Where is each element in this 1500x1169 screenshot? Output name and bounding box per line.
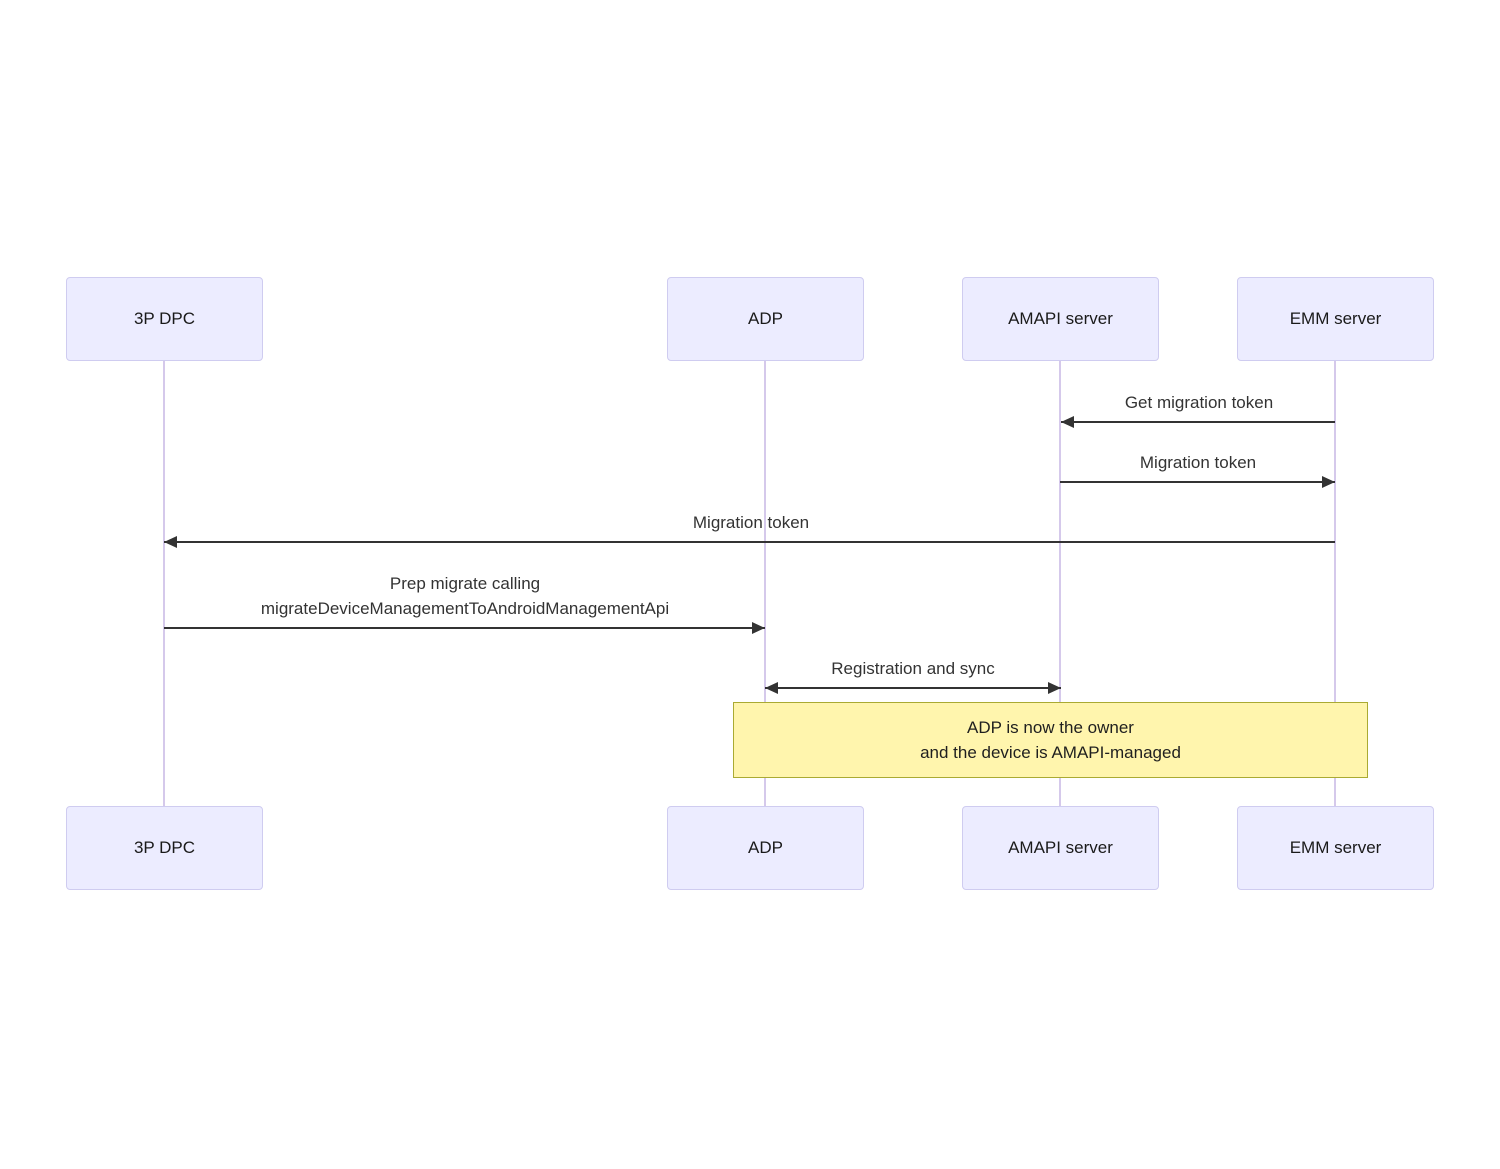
actor-label: AMAPI server	[1008, 309, 1113, 328]
arrowhead-left-icon	[765, 682, 778, 694]
actor-label: AMAPI server	[1008, 838, 1113, 857]
arrowhead-left-icon	[1061, 416, 1074, 428]
message-label-prep-migrate: Prep migrate calling migrateDeviceManage…	[261, 571, 669, 621]
actor-label: EMM server	[1289, 309, 1382, 328]
actor-bottom-adp: ADP	[667, 806, 864, 890]
message-label-registration-and-sync: Registration and sync	[831, 659, 995, 678]
arrowhead-right-icon	[752, 622, 765, 634]
lifeline-emm-server	[1334, 361, 1336, 806]
message-arrow-migration-token-to-dpc	[164, 536, 1335, 548]
actor-label: ADP	[748, 309, 783, 328]
actor-top-emm-server: EMM server	[1237, 277, 1434, 361]
actor-bottom-emm-server: EMM server	[1237, 806, 1434, 890]
actor-top-3p-dpc: 3P DPC	[66, 277, 263, 361]
message-label-line2: migrateDeviceManagementToAndroidManageme…	[260, 599, 670, 618]
message-label-line1: Prep migrate calling	[389, 574, 541, 593]
arrowhead-left-icon	[164, 536, 177, 548]
actor-bottom-3p-dpc: 3P DPC	[66, 806, 263, 890]
lifeline-3p-dpc	[163, 361, 165, 806]
actor-top-adp: ADP	[667, 277, 864, 361]
message-arrow-get-migration-token	[1061, 416, 1335, 428]
actor-label: EMM server	[1289, 838, 1382, 857]
actor-bottom-amapi-server: AMAPI server	[962, 806, 1159, 890]
note-line1: ADP is now the owner	[967, 718, 1134, 737]
actor-label: 3P DPC	[133, 309, 196, 328]
actor-label: ADP	[748, 838, 783, 857]
actor-label: 3P DPC	[133, 838, 196, 857]
message-label-migration-token-to-dpc: Migration token	[692, 513, 810, 532]
message-arrow-registration-and-sync	[765, 682, 1061, 694]
actor-top-amapi-server: AMAPI server	[962, 277, 1159, 361]
lifeline-amapi-server	[1059, 361, 1061, 806]
arrowhead-right-icon	[1048, 682, 1061, 694]
message-arrow-migration-token-to-emm	[1060, 476, 1335, 488]
arrowhead-right-icon	[1322, 476, 1335, 488]
note-adp-owner: ADP is now the owner and the device is A…	[733, 702, 1368, 778]
message-label-migration-token-to-emm: Migration token	[1139, 453, 1257, 472]
message-arrow-prep-migrate	[164, 622, 765, 634]
message-label-get-migration-token: Get migration token	[1124, 393, 1274, 412]
lifeline-adp	[764, 361, 766, 806]
note-line2: and the device is AMAPI-managed	[920, 743, 1181, 762]
